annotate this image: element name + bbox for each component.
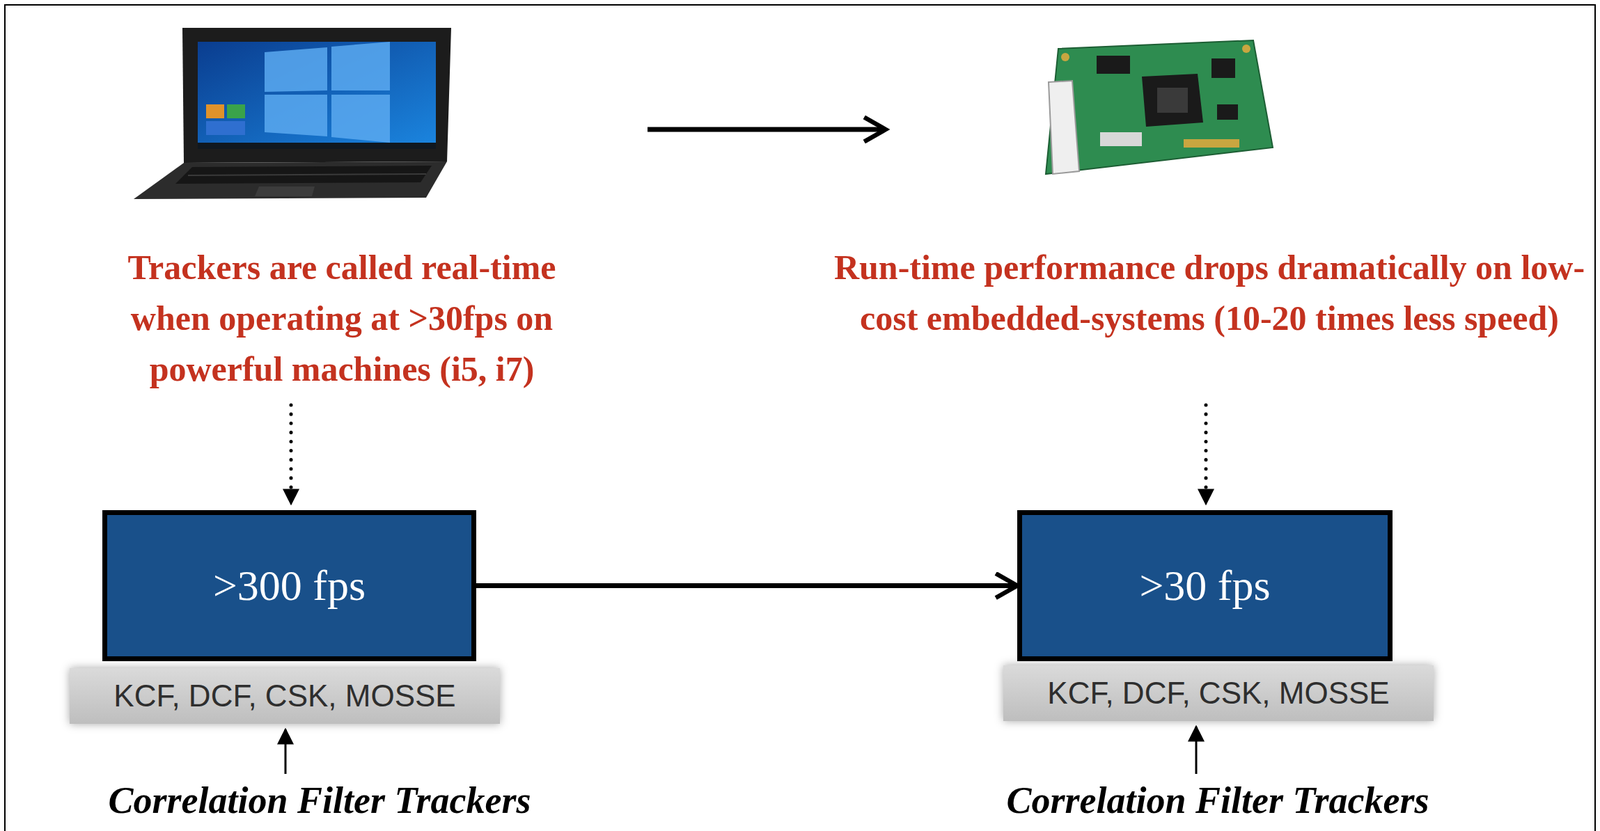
memory-chip [1096, 55, 1131, 74]
laptop-illustration [133, 27, 452, 200]
note-text: Run-time performance drops dramatically … [829, 242, 1589, 344]
processor-chip [1141, 73, 1204, 127]
dotted-leader-arrow [289, 405, 294, 505]
flow-arrow [476, 583, 1018, 589]
leader-arrow [284, 729, 287, 775]
chip [1217, 104, 1238, 120]
keyboard [175, 165, 432, 184]
fps-box: >30 fps [1017, 510, 1393, 662]
processor-die [1157, 87, 1188, 113]
frame-border [4, 4, 1596, 831]
pin-row [1183, 139, 1240, 148]
taskbar [197, 142, 436, 149]
group-caption: Correlation Filter Trackers [1005, 779, 1431, 823]
laptop-lid [182, 27, 452, 163]
node-text: >300 fps [213, 561, 366, 611]
keyboard-row [187, 174, 427, 176]
transition-arrow [647, 127, 886, 133]
laptop-base [133, 161, 447, 200]
node-text: >30 fps [1139, 561, 1270, 611]
leader-arrow [1195, 726, 1198, 775]
tracker-list-band: KCF, DCF, CSK, MOSSE [1003, 665, 1434, 722]
window-logo [331, 41, 390, 91]
laptop-screen [197, 41, 436, 149]
node-text: KCF, DCF, CSK, MOSSE [113, 678, 456, 714]
window-logo [264, 94, 328, 137]
pcb [1045, 40, 1273, 175]
mount-hole [1061, 52, 1070, 62]
embedded-board-illustration [1045, 40, 1273, 175]
node-text: KCF, DCF, CSK, MOSSE [1047, 676, 1390, 711]
screen-tile [226, 104, 246, 119]
screen-tile [206, 121, 246, 136]
mount-hole [1242, 44, 1251, 53]
window-logo [331, 94, 390, 143]
note-text: Trackers are called real-time when opera… [84, 242, 600, 395]
screen-tile [206, 104, 225, 119]
window-logo [264, 47, 328, 92]
tracker-list-band: KCF, DCF, CSK, MOSSE [69, 668, 500, 725]
touchpad [254, 186, 315, 197]
header [1100, 132, 1142, 147]
dotted-leader-arrow [1204, 405, 1209, 505]
chip [1211, 58, 1236, 78]
fps-box: >300 fps [102, 510, 477, 662]
group-caption: Correlation Filter Trackers [107, 779, 532, 823]
connector [1048, 80, 1080, 175]
